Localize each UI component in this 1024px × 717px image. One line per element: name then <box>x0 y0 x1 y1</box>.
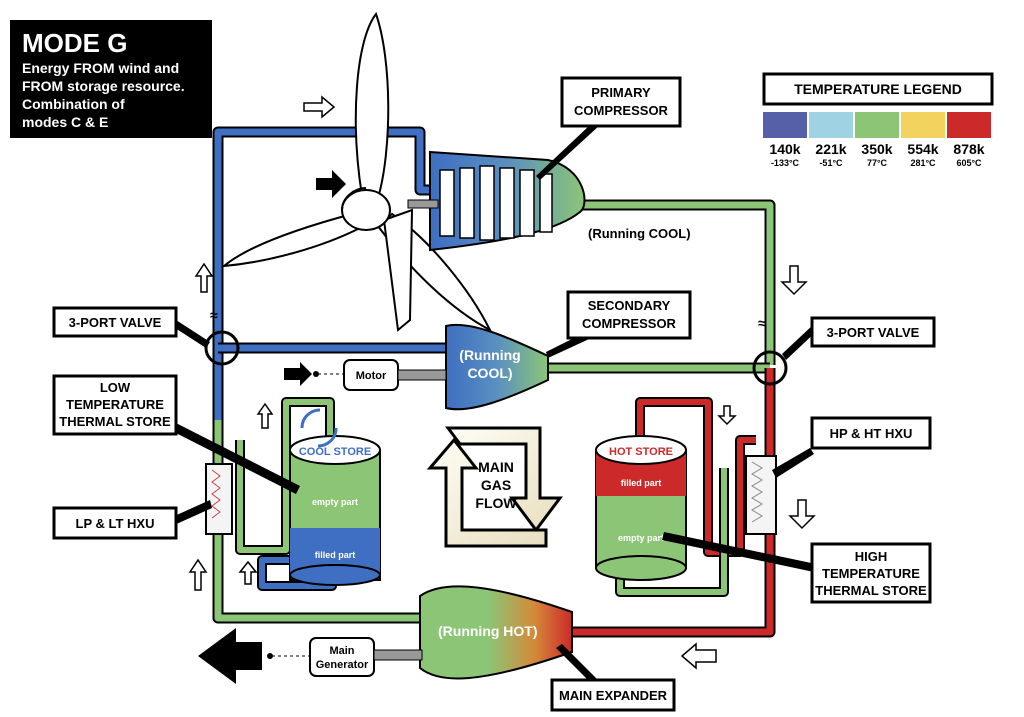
valve-right-wave-icon: ≈ <box>758 315 766 331</box>
legend-kelvin: 221k <box>815 141 846 157</box>
wind-input-arrow-icon <box>316 170 346 198</box>
svg-text:THERMAL STORE: THERMAL STORE <box>59 414 171 429</box>
arrow-up-icon <box>194 262 214 293</box>
wind-turbine <box>220 11 493 333</box>
legend-swatch <box>763 112 807 138</box>
arrow-left-icon <box>680 642 717 670</box>
label-lp-hxu: LP & LT HXU <box>52 506 178 540</box>
arrow-down-icon-2 <box>788 499 816 530</box>
svg-text:PRIMARY: PRIMARY <box>591 85 651 100</box>
legend-celsius: 605°C <box>956 158 982 168</box>
main-flow-label-2: GAS <box>481 477 511 493</box>
main-generator: Main Generator <box>198 628 423 684</box>
valve-left-wave-icon: ≈ <box>210 307 218 323</box>
svg-text:HIGH: HIGH <box>855 549 888 564</box>
label-high-store: HIGH TEMPERATURE THERMAL STORE <box>810 542 932 604</box>
legend-celsius: -133°C <box>771 158 800 168</box>
legend-swatch <box>855 112 899 138</box>
turbine-tower <box>382 208 414 332</box>
legend-celsius: 281°C <box>910 158 936 168</box>
primary-compressor <box>407 150 586 252</box>
svg-text:LP & LT HXU: LP & LT HXU <box>76 516 155 531</box>
legend-kelvin: 140k <box>769 141 800 157</box>
secondary-compressor <box>445 323 549 411</box>
legend-kelvin: 878k <box>953 141 984 157</box>
arrow-down-icon <box>780 265 808 296</box>
hot-store: HOT STORE filled part empty part <box>595 435 687 581</box>
svg-text:COMPRESSOR: COMPRESSOR <box>574 103 669 118</box>
cool-store: COOL STORE empty part filled part <box>289 408 381 586</box>
main-flow-label-1: MAIN <box>478 459 514 475</box>
svg-text:TEMPERATURE: TEMPERATURE <box>822 566 920 581</box>
mode-title: MODE G <box>22 28 127 58</box>
label-primary-compressor: PRIMARY COMPRESSOR <box>560 76 682 128</box>
compressor-stages <box>439 165 553 241</box>
mode-desc-4: modes C & E <box>22 114 108 130</box>
secondary-running-label-1: (Running <box>459 347 520 363</box>
label-valve-right: 3-PORT VALVE <box>810 316 936 348</box>
legend-swatch <box>809 112 853 138</box>
legend-swatch <box>947 112 991 138</box>
main-expander <box>419 585 573 680</box>
generator-label-2: Generator <box>316 659 369 671</box>
mode-desc-3: Combination of <box>22 96 125 112</box>
legend-celsius: -51°C <box>819 158 843 168</box>
mode-desc-1: Energy FROM wind and <box>22 60 179 76</box>
hot-store-label: HOT STORE <box>609 446 673 458</box>
svg-text:TEMPERATURE: TEMPERATURE <box>66 397 164 412</box>
main-gas-flow: MAIN GAS FLOW <box>426 426 563 548</box>
label-valve-left: 3-PORT VALVE <box>52 306 178 338</box>
svg-text:MAIN EXPANDER: MAIN EXPANDER <box>559 688 668 703</box>
svg-text:SECONDARY: SECONDARY <box>588 298 671 313</box>
label-hp-hxu: HP & HT HXU <box>810 416 932 450</box>
callout-lines <box>166 125 820 684</box>
svg-text:LOW: LOW <box>100 380 131 395</box>
arrow-down-icon-3 <box>717 405 737 426</box>
lp-lt-hxu <box>205 463 233 535</box>
motor: Motor <box>284 359 447 391</box>
legend-celsius: 77°C <box>867 158 888 168</box>
legend-kelvin: 554k <box>907 141 938 157</box>
mode-box <box>10 20 212 138</box>
mode-desc-2: FROM storage resource. <box>22 78 185 94</box>
temperature-legend: TEMPERATURE LEGEND 140k-133°C 221k-51°C 35… <box>762 72 994 168</box>
svg-text:COMPRESSOR: COMPRESSOR <box>582 316 677 331</box>
hot-store-empty-label: empty part <box>618 533 664 543</box>
svg-text:3-PORT VALVE: 3-PORT VALVE <box>69 315 162 330</box>
arrow-up-icon-3 <box>238 560 258 585</box>
main-flow-label-3: FLOW <box>475 495 517 511</box>
legend-swatch <box>901 112 945 138</box>
primary-running-label: (Running COOL) <box>588 226 691 241</box>
hp-ht-hxu <box>745 455 777 535</box>
motor-label: Motor <box>356 370 387 382</box>
secondary-running-label-2: COOL) <box>467 365 512 381</box>
svg-text:THERMAL STORE: THERMAL STORE <box>815 583 927 598</box>
cool-store-circulation-icon <box>300 408 338 448</box>
cool-store-filled-label: filled part <box>315 550 356 560</box>
label-main-expander: MAIN EXPANDER <box>550 678 676 712</box>
svg-text:HP & HT HXU: HP & HT HXU <box>830 426 913 441</box>
cool-store-label: COOL STORE <box>299 446 371 458</box>
hot-store-filled-label: filled part <box>621 478 662 488</box>
legend-title: TEMPERATURE LEGEND <box>794 81 962 97</box>
generator-label-1: Main <box>329 645 354 657</box>
svg-text:3-PORT VALVE: 3-PORT VALVE <box>827 325 920 340</box>
arrow-right-icon <box>303 95 336 119</box>
arrow-up-icon-2 <box>188 558 208 591</box>
label-secondary-compressor: SECONDARY COMPRESSOR <box>566 290 692 340</box>
arrow-up-icon-4 <box>256 402 274 429</box>
generator-output-arrow <box>198 628 262 684</box>
turbine-blade-top <box>354 11 390 200</box>
label-low-store: LOW TEMPERATURE THERMAL STORE <box>52 374 178 436</box>
flow-arrows <box>188 95 816 670</box>
cool-store-empty-label: empty part <box>312 497 358 507</box>
turbine-blade-left <box>220 212 362 268</box>
legend-kelvin: 350k <box>861 141 892 157</box>
valve-right-icon <box>752 350 788 386</box>
expander-running-label: (Running HOT) <box>438 623 538 639</box>
motor-input-arrow <box>284 362 312 386</box>
